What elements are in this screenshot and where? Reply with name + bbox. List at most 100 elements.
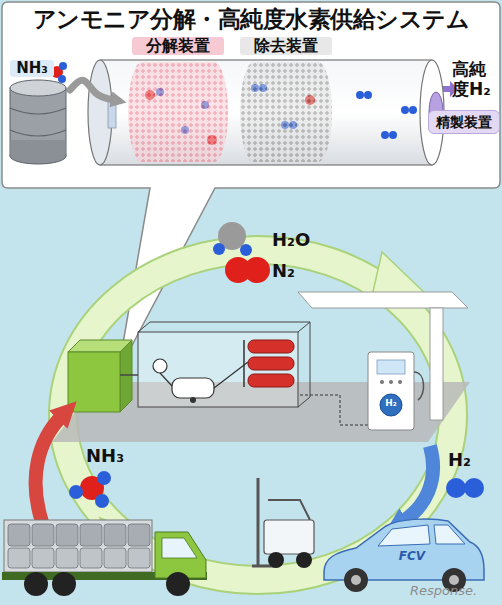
pressure-gauge [153, 359, 167, 373]
ammonia-molecule [97, 471, 111, 485]
node-label: 分解装置 [132, 37, 224, 55]
compressor-wheel [190, 397, 196, 403]
molecule-label: H₂ [448, 450, 471, 471]
molecule [356, 91, 364, 99]
ammonia-molecule [69, 485, 83, 499]
ammonia-drum [128, 524, 150, 546]
removal-unit: 除去装置 [240, 62, 332, 162]
cycle-arrow-head [100, 518, 150, 572]
tank-body [10, 88, 66, 156]
enclosure [138, 332, 298, 407]
storage-tank: NH₃ [6, 56, 70, 168]
forklift-wheel [296, 552, 312, 568]
compressor [172, 378, 214, 398]
enclosure [138, 322, 150, 332]
truck-wheel [52, 572, 76, 596]
ammonia-molecule [95, 494, 109, 508]
car-window [378, 525, 430, 546]
ammonia-drum [32, 524, 54, 546]
car-hub [351, 575, 361, 585]
badge-label: H₂ [380, 398, 402, 408]
diagram-title: アンモニア分解・高純度水素供給システム [4, 4, 498, 35]
pipe [120, 374, 138, 376]
molecule-label: N₂ [272, 261, 295, 282]
output-label: 高純度H₂ [452, 60, 500, 99]
pipe [160, 373, 172, 386]
truck-cab [155, 532, 206, 578]
tank-top [10, 80, 66, 96]
hydrogen-molecule [464, 478, 484, 498]
node-label: NH₃ [10, 60, 54, 77]
purification-unit: 精製装置 [428, 110, 500, 134]
tank-band [10, 130, 66, 136]
gas-cylinder [248, 340, 294, 353]
ammonia-drum [104, 524, 126, 546]
hydrogen-badge [380, 394, 402, 416]
forklift-body [264, 520, 314, 554]
truck-wheel [166, 572, 190, 596]
tank-band [10, 108, 66, 114]
enclosure [298, 322, 310, 332]
tank-body [11, 140, 66, 156]
ammonia-drum [56, 524, 78, 546]
hydrogen-atom [240, 244, 252, 256]
watermark: Response. [410, 584, 477, 599]
pipe [214, 362, 248, 388]
node-label: FCV [392, 550, 432, 564]
molecule-label: H₂O [272, 230, 310, 251]
dispenser-button [398, 380, 402, 384]
tank-shape [6, 78, 70, 166]
truck-bed [4, 520, 152, 572]
hydrogen-atom [213, 243, 225, 255]
molecule [381, 131, 389, 139]
dispenser-button [380, 380, 384, 384]
dispenser-hose [414, 372, 424, 400]
canopy-pillar [430, 308, 443, 420]
molecule [364, 91, 372, 99]
forklift-wheel [268, 552, 284, 568]
inlet-grid [108, 98, 116, 128]
apparatus-body [100, 60, 432, 165]
cycle-arrow-head [372, 252, 428, 296]
forklift-mast [257, 478, 260, 566]
forklift-guard [268, 500, 310, 520]
ammonia-drum [32, 548, 54, 568]
truck-wheel [24, 572, 48, 596]
decomposer-unit [68, 352, 120, 412]
ammonia-drum [80, 548, 102, 568]
node-label: 除去装置 [240, 37, 332, 55]
enclosure [150, 322, 310, 407]
car-window [434, 525, 465, 544]
ammonia-drum [8, 524, 30, 546]
decomposer-unit [120, 340, 132, 412]
nitrogen-atom [244, 257, 270, 283]
station-canopy [298, 292, 468, 308]
dispenser-button [389, 380, 393, 384]
ammonia-molecule [58, 75, 66, 83]
decomposition-unit: 分解装置 [128, 62, 228, 162]
gas-cylinder [248, 374, 294, 387]
fuel-cell-vehicle: FCV [318, 512, 486, 594]
fuel-arrow [402, 446, 433, 522]
molecule [409, 106, 417, 114]
ammonia-drum [8, 548, 30, 568]
hydrogen-molecule [446, 478, 466, 498]
supply-arrow [36, 416, 62, 522]
dispenser-screen [377, 360, 405, 374]
ammonia-molecule [59, 62, 67, 70]
ammonia-drum [104, 548, 126, 568]
molecule [401, 106, 409, 114]
truck-window [162, 538, 197, 558]
dispenser [368, 352, 414, 430]
ammonia-drum [80, 524, 102, 546]
manifold [243, 340, 245, 387]
flow-arrow [70, 80, 114, 100]
ammonia-drum [128, 548, 150, 568]
ammonia-drum [56, 548, 78, 568]
molecule-label: NH₃ [86, 446, 124, 467]
node-label: 精製装置 [429, 114, 499, 130]
molecule [389, 131, 397, 139]
gas-cylinder [248, 357, 294, 370]
supply-line [300, 395, 372, 425]
